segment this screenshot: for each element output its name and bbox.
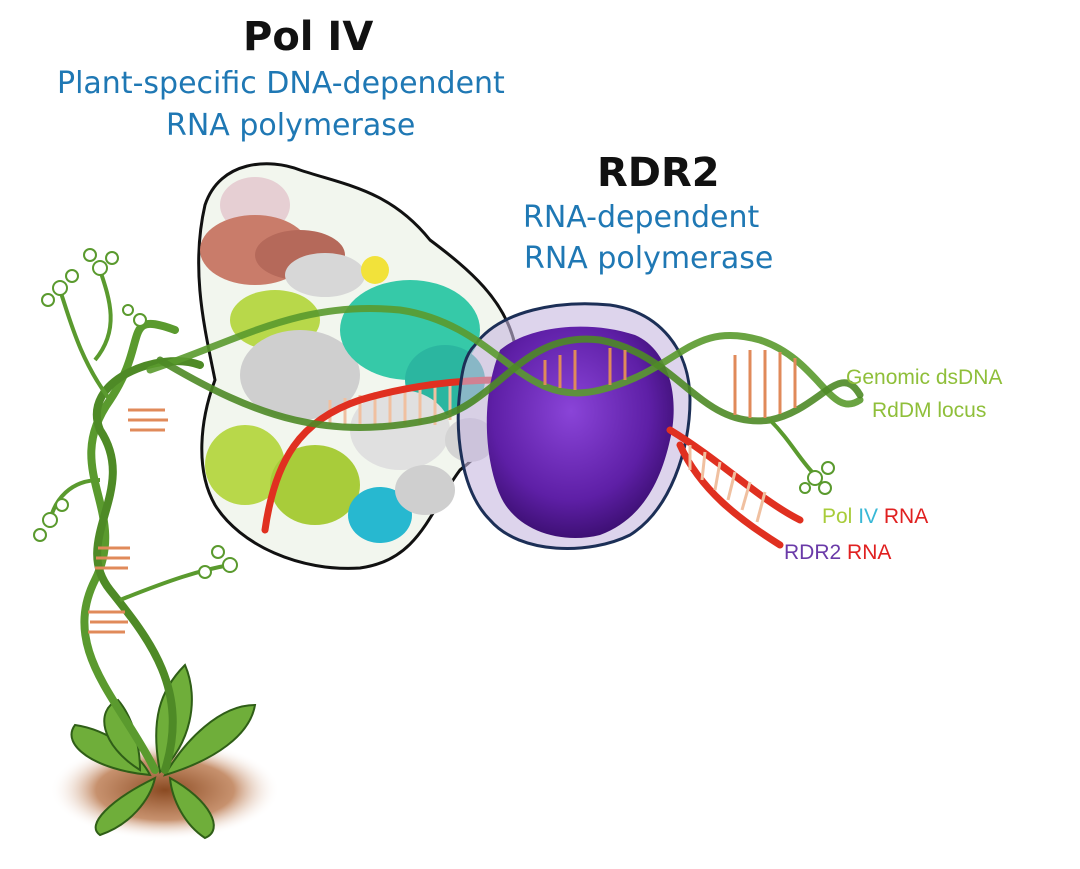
pol4-title: Pol IV (243, 14, 374, 60)
rdr2-rna-duplex (666, 426, 804, 549)
flower-branch-right (768, 418, 835, 495)
flower-branches-left (48, 269, 231, 602)
pol4-subtitle-line2: RNA polymerase (166, 108, 416, 143)
rdr2-rna-label-rna: RNA (847, 541, 892, 564)
plant-rosette (70, 663, 257, 840)
pol4-rna-strand (261, 376, 504, 534)
genomic-dna-helix (146, 304, 864, 431)
genomic-dsdna-label: Genomic dsDNA (846, 366, 1003, 389)
rddm-locus-label: RdDM locus (872, 399, 987, 422)
pol4-rna-label-pol: Pol (822, 505, 853, 528)
plant-stem-helix (80, 319, 204, 774)
pol4-rna-label: Pol IV RNA (822, 505, 928, 529)
rdr2-rna-label-rdr2: RDR2 (784, 541, 842, 564)
flowers-left (33, 248, 238, 579)
rdr2-rna-label: RDR2 RNA (784, 541, 891, 565)
genomic-dna-rungs (543, 348, 797, 418)
pol4-rna-label-rna: RNA (883, 505, 929, 528)
rdr2-subtitle-line2: RNA polymerase (524, 241, 774, 276)
rdr2-title: RDR2 (597, 150, 720, 196)
pol4-subtitle-line1: Plant-specific DNA-dependent (57, 66, 505, 101)
pol4-rna-label-iv: IV (858, 505, 879, 528)
rdr2-subtitle-line1: RNA-dependent (523, 200, 760, 235)
stem-rungs (88, 408, 168, 634)
